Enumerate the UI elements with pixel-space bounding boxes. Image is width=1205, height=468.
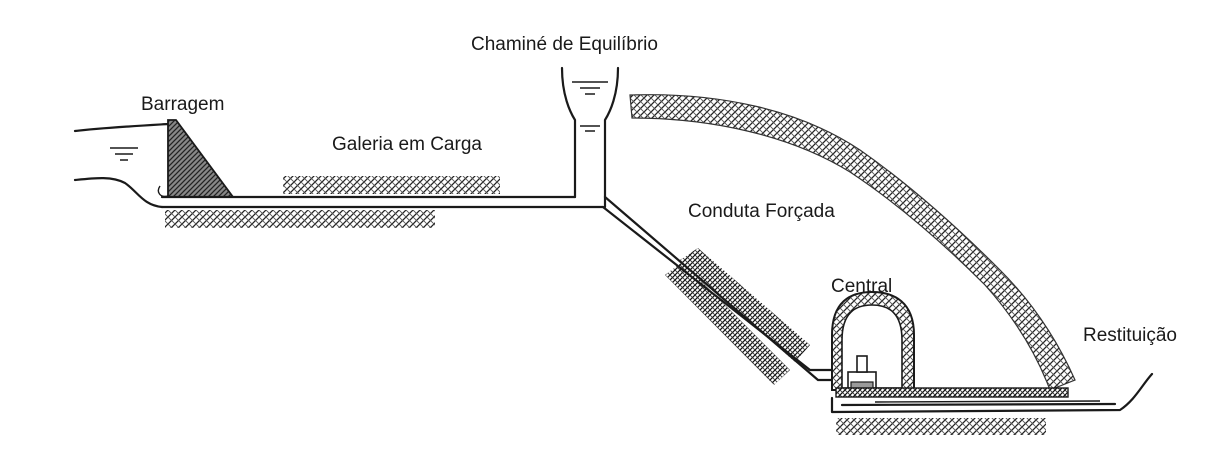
tunnel-label: Galeria em Carga — [332, 134, 482, 155]
tailrace-label: Restituição — [1083, 325, 1177, 346]
reservoir — [73, 122, 170, 209]
dam-label: Barragem — [141, 94, 224, 115]
surge-tank — [560, 66, 620, 209]
headrace-tunnel — [160, 176, 605, 228]
tailrace — [830, 372, 1154, 435]
penstock — [601, 195, 854, 385]
dam — [157, 119, 235, 198]
penstock-label: Conduta Forçada — [688, 201, 835, 222]
surge-tank-label: Chaminé de Equilíbrio — [471, 34, 658, 55]
powerhouse — [831, 290, 1069, 398]
powerhouse-label: Central — [831, 276, 892, 297]
